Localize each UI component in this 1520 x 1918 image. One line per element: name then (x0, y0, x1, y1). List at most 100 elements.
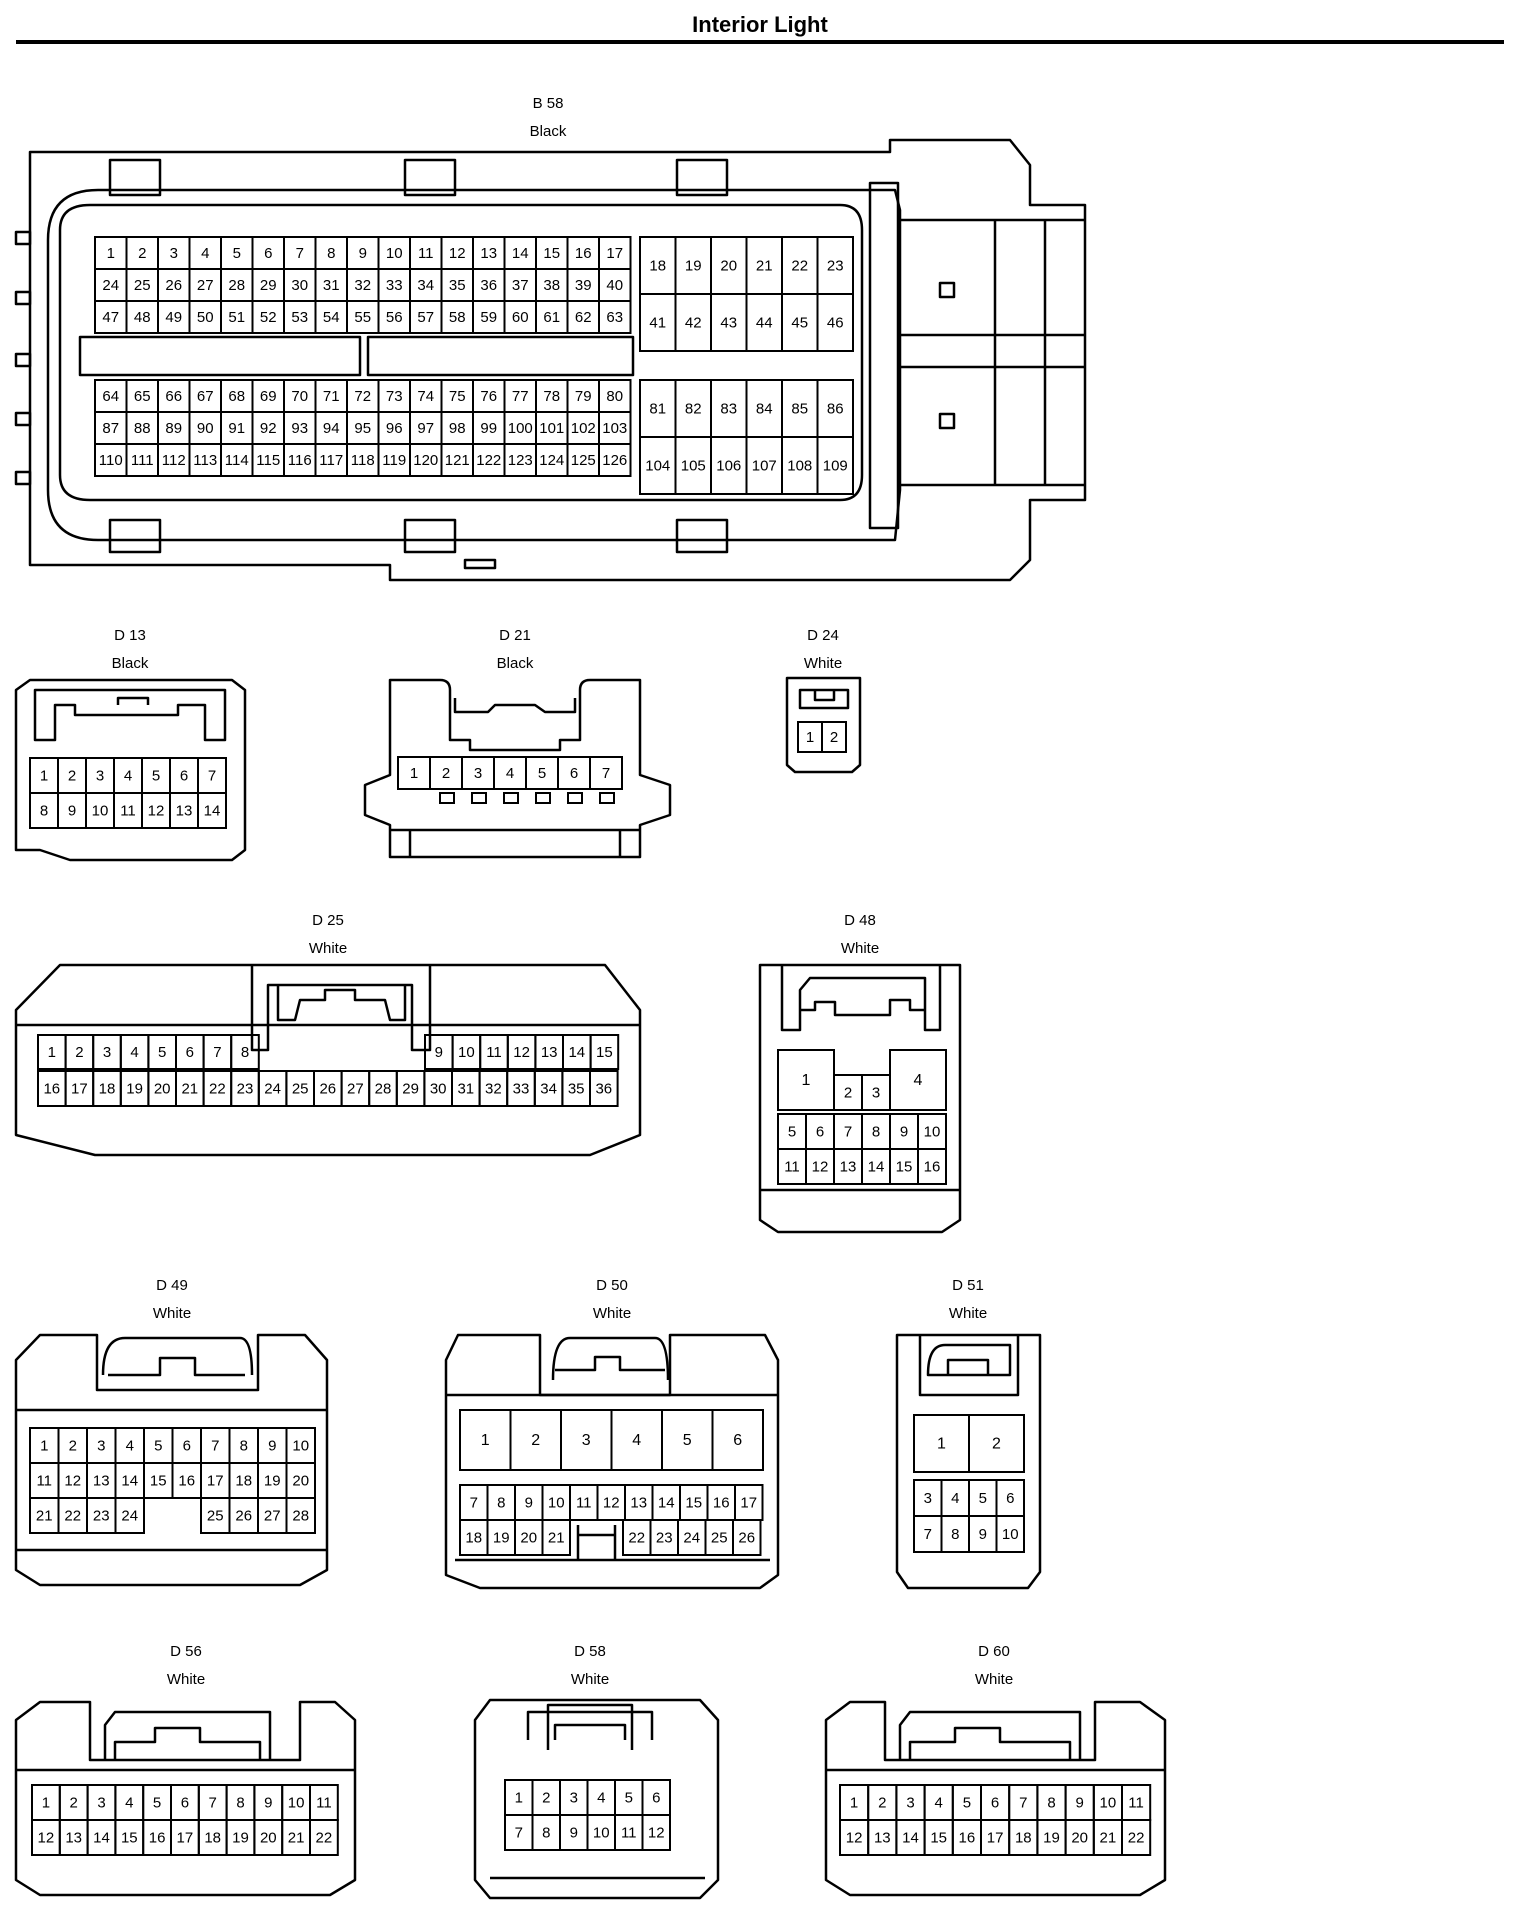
b58-pin-121: 121 (445, 452, 470, 469)
b58-pin-99: 99 (480, 420, 497, 437)
d48-pin-3: 3 (872, 1084, 880, 1101)
d21-latch-slot (439, 792, 455, 804)
b58-pin-16: 16 (575, 245, 592, 262)
d58-pin-4: 4 (597, 1789, 605, 1806)
b58-pin-112: 112 (162, 452, 186, 469)
b58-pin-22: 22 (791, 257, 808, 274)
d49-pin-17: 17 (207, 1472, 224, 1489)
d56-housing (14, 1700, 357, 1897)
d49-pin-23: 23 (93, 1507, 110, 1524)
d50-pin-26: 26 (738, 1529, 755, 1546)
d60-color-label: White (975, 1671, 1013, 1688)
b58-pin-118: 118 (351, 452, 375, 469)
d49-pin-20: 20 (292, 1472, 309, 1489)
d49-pin-27: 27 (264, 1507, 281, 1524)
d56-pin-18: 18 (204, 1829, 221, 1846)
d58-housing (473, 1698, 720, 1900)
b58-pin-111: 111 (131, 452, 154, 469)
b58-pin-71: 71 (323, 388, 340, 405)
d49-pin-13: 13 (93, 1472, 110, 1489)
b58-pin-79: 79 (575, 388, 592, 405)
d24-pin-2-cell (821, 721, 847, 753)
d60-pin-11: 11 (1128, 1794, 1144, 1811)
b58-pin-62: 62 (575, 309, 592, 326)
b58-pin-93: 93 (291, 420, 308, 437)
d25-pin-6: 6 (186, 1044, 194, 1061)
d51-pin-4: 4 (951, 1490, 959, 1507)
b58-color-label: Black (530, 123, 567, 140)
d13-pin-1: 1 (40, 767, 48, 784)
b58-pin-8: 8 (327, 245, 335, 262)
d51-pin-2: 2 (992, 1436, 1001, 1453)
d49-pin-1: 1 (40, 1437, 48, 1454)
b58-pin-38: 38 (543, 277, 560, 294)
b58-pin-49: 49 (165, 309, 182, 326)
b58-pin-14: 14 (512, 245, 529, 262)
b58-pin-88: 88 (134, 420, 151, 437)
d48-pin-5: 5 (788, 1123, 796, 1140)
d25-pin-29: 29 (402, 1080, 419, 1097)
d60-pin-14: 14 (902, 1829, 919, 1846)
d58-pin-9: 9 (570, 1824, 578, 1841)
b58-pin-108: 108 (787, 457, 812, 474)
b58-pin-5: 5 (233, 245, 241, 262)
d24-pin-1: 1 (806, 729, 814, 746)
b58-pin-123: 123 (508, 452, 533, 469)
d56-pin-17: 17 (177, 1829, 194, 1846)
b58-pin-13: 13 (480, 245, 497, 262)
d21-pin-7-cell (589, 756, 623, 790)
d50-pin-14: 14 (658, 1494, 675, 1511)
b58-pin-124: 124 (539, 452, 564, 469)
d60-pin-22-cell (1121, 1819, 1152, 1856)
b58-pin-95: 95 (354, 420, 371, 437)
b58-pin-78: 78 (543, 388, 560, 405)
b58-pin-120: 120 (413, 452, 438, 469)
d25-pin-28: 28 (375, 1080, 392, 1097)
d51-housing (895, 1333, 1042, 1590)
d50-pin-6-cell (711, 1409, 764, 1471)
d51-pin-10-cell (995, 1515, 1025, 1553)
d50-housing (444, 1333, 780, 1590)
d13-pin-4: 4 (124, 767, 132, 784)
page-title: Interior Light (692, 12, 828, 37)
d51-id-label: D 51 (952, 1277, 984, 1294)
d50-pin-3: 3 (582, 1432, 591, 1449)
d50-pin-25: 25 (711, 1529, 728, 1546)
b58-pin-75: 75 (449, 388, 466, 405)
b58-pin-20: 20 (720, 257, 737, 274)
d56-pin-12: 12 (38, 1829, 55, 1846)
b58-pin-117: 117 (319, 452, 343, 469)
d50-pin-23: 23 (656, 1529, 673, 1546)
d49-pin-11: 11 (36, 1472, 52, 1489)
d25-pin-26: 26 (319, 1080, 336, 1097)
b58-pin-6: 6 (264, 245, 272, 262)
d25-pin-2: 2 (75, 1044, 83, 1061)
b58-pin-98: 98 (449, 420, 466, 437)
d49-pin-5: 5 (154, 1437, 162, 1454)
b58-pin-48: 48 (134, 309, 151, 326)
d56-id-label: D 56 (170, 1643, 202, 1660)
b58-pin-126-cell (598, 443, 632, 477)
d56-pin-3: 3 (97, 1794, 105, 1811)
b58-pin-42: 42 (685, 314, 702, 331)
d48-pin-10: 10 (924, 1123, 941, 1140)
d13-pin-11: 11 (120, 802, 136, 819)
d51-color-label: White (949, 1305, 987, 1322)
b58-pin-102: 102 (571, 420, 596, 437)
d49-housing (14, 1333, 329, 1587)
b58-pin-60: 60 (512, 309, 529, 326)
d50-pin-5: 5 (683, 1432, 692, 1449)
d25-pin-33: 33 (513, 1080, 530, 1097)
d60-pin-7: 7 (1019, 1794, 1027, 1811)
b58-pin-76: 76 (480, 388, 497, 405)
d25-pin-21: 21 (181, 1080, 198, 1097)
d49-pin-9: 9 (268, 1437, 276, 1454)
b58-pin-51: 51 (228, 309, 245, 326)
b58-pin-40: 40 (606, 277, 623, 294)
b58-pin-18: 18 (649, 257, 666, 274)
d60-pin-10: 10 (1100, 1794, 1117, 1811)
b58-pin-39: 39 (575, 277, 592, 294)
b58-pin-56: 56 (386, 309, 403, 326)
d56-pin-16: 16 (149, 1829, 166, 1846)
d60-pin-6: 6 (991, 1794, 999, 1811)
